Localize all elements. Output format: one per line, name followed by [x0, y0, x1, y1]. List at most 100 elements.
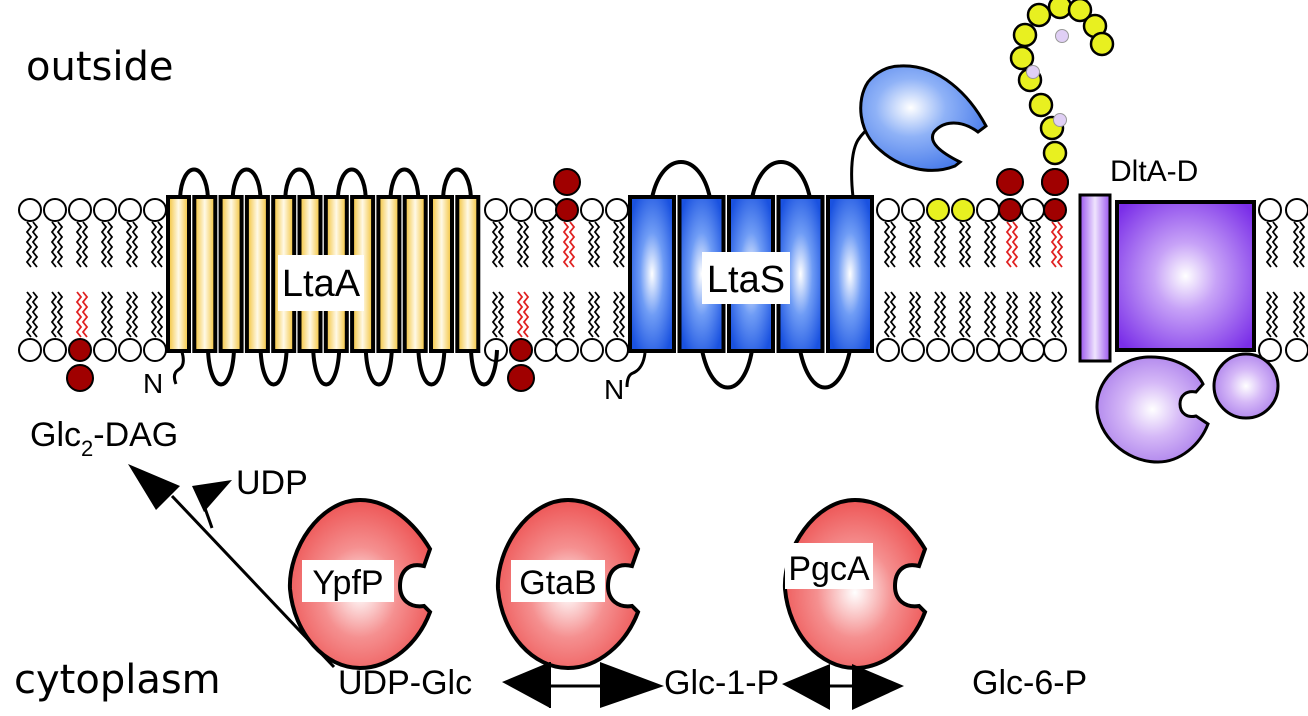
lipid-tail	[958, 291, 966, 338]
gtab-enzyme: GtaB	[495, 498, 640, 670]
lipid-head-inner	[876, 338, 900, 362]
lipid-head-inner	[580, 338, 604, 362]
lipid-tail	[522, 291, 530, 338]
ltaa-tm-helix	[244, 195, 270, 353]
lipid-tail	[1271, 221, 1279, 268]
ltas-cytoplasmic-loop	[700, 349, 754, 390]
cytoplasm-label: cytoplasm	[14, 657, 221, 703]
lipid-head-inner	[1258, 338, 1282, 362]
ltas-tm-helix	[826, 195, 874, 353]
ltaa-transporter: LtaA N	[143, 167, 499, 399]
lipid-molecule	[507, 198, 535, 392]
lipid-head-outer	[605, 198, 629, 222]
glycerol-phosphate-unit	[1026, 2, 1052, 28]
ltas-n-terminus-tail	[625, 352, 647, 388]
ltaa-tm-helix	[192, 195, 218, 353]
ypfp-enzyme: YpfP	[287, 498, 432, 670]
ltaa-extracellular-loop	[283, 167, 316, 199]
ypfp-label: YpfP	[312, 564, 383, 602]
pgca-reversible-arrow	[782, 664, 904, 710]
ltaa-label-box	[278, 255, 364, 311]
d-alanine-ester	[1053, 113, 1067, 127]
lipid-tail	[1056, 291, 1064, 338]
lipid-tail	[989, 221, 997, 268]
outside-label: outside	[26, 44, 173, 90]
lipid-molecule	[1285, 198, 1308, 362]
dlt-complex: DltA-D	[1078, 155, 1280, 464]
lipid-tail	[125, 291, 133, 338]
glucose-residue	[66, 364, 94, 392]
ltaa-tm-helix	[402, 195, 428, 353]
lipid-molecule	[18, 198, 42, 362]
ltaa-tm-helix	[429, 195, 454, 353]
ltaa-cytoplasmic-loop	[311, 349, 342, 387]
lipid-tail	[568, 221, 576, 268]
lipid-head-outer	[580, 198, 604, 222]
ltaa-cytoplasmic-loop	[258, 349, 289, 387]
ltaa-extracellular-loop	[178, 167, 210, 199]
ltaa-loops	[178, 167, 499, 387]
glycerol-phosphate-unit	[1012, 22, 1038, 48]
lipid-tail	[889, 291, 897, 338]
lipid-head-outer	[43, 198, 67, 222]
lipid-head-outer	[509, 198, 533, 222]
lipid-tail	[989, 291, 997, 338]
lipid-head-inner	[605, 338, 629, 362]
glc-1-p-label: Glc-1-P	[664, 664, 779, 702]
lipid-molecule	[43, 198, 67, 362]
lipid-tail	[516, 291, 524, 338]
ltaa-extracellular-loop	[441, 167, 473, 199]
lipid-tail	[1005, 221, 1013, 268]
lipid-tail	[100, 221, 108, 268]
lipid-head-inner	[18, 338, 42, 362]
lipid-tail	[618, 221, 626, 268]
lipid-tail	[933, 221, 941, 268]
lipid-head-inner	[1043, 338, 1067, 362]
lipid-tail	[106, 291, 114, 338]
lipid-molecule	[534, 198, 558, 362]
lipid-tail	[1298, 291, 1306, 338]
lipid-tail	[1292, 221, 1300, 268]
lipid-tail	[1005, 291, 1013, 338]
ltas-label: LtaS	[707, 259, 785, 301]
ltaa-extracellular-loop	[335, 167, 368, 199]
udp-glc-label: UDP-Glc	[338, 664, 472, 702]
ltaa-extracellular-loop	[388, 167, 421, 199]
lipid-tail	[958, 221, 966, 268]
lipid-tail	[547, 291, 555, 338]
ltas-cytoplasmic-loop	[798, 349, 852, 390]
lipid-tail	[908, 291, 916, 338]
lipid-head-outer	[118, 198, 142, 222]
lipid-head-outer	[901, 198, 925, 222]
lipid-head-outer	[1258, 198, 1282, 222]
lipid-molecule	[901, 198, 925, 362]
lipid-tail	[25, 221, 33, 268]
gtab-label: GtaB	[519, 564, 596, 602]
lipid-molecule	[1258, 198, 1282, 362]
arrowhead-to-udp	[192, 480, 232, 512]
glycerol-phosphate-unit	[1009, 45, 1035, 71]
lipid-tail	[25, 291, 33, 338]
ypfp-reaction-arrows: UDP	[128, 464, 336, 669]
pgca-enzyme: PgcA	[782, 498, 927, 670]
lipid-head-outer	[1021, 198, 1045, 222]
glucose-residue	[553, 168, 581, 196]
ltaa-tm-helix	[376, 195, 402, 353]
udp-label: UDP	[236, 464, 308, 502]
lipid-head-inner	[555, 338, 579, 362]
lipid-tail	[491, 291, 499, 338]
ltas-extracellular-loop	[750, 160, 812, 199]
lipid-molecule	[580, 198, 604, 362]
lipid-head-inner	[901, 338, 925, 362]
lipid-tail	[1265, 291, 1273, 338]
ltaa-helices	[166, 195, 481, 353]
lipid-head-inner	[143, 338, 167, 362]
lipid-molecule	[66, 198, 94, 392]
lipid-molecule	[93, 198, 117, 362]
lipid-tail	[883, 221, 891, 268]
lipid-tail	[1050, 221, 1058, 268]
lipid-tail	[1265, 221, 1273, 268]
lipid-tail	[939, 291, 947, 338]
lipid-molecule	[118, 198, 142, 362]
lipid-head-inner	[68, 338, 92, 362]
